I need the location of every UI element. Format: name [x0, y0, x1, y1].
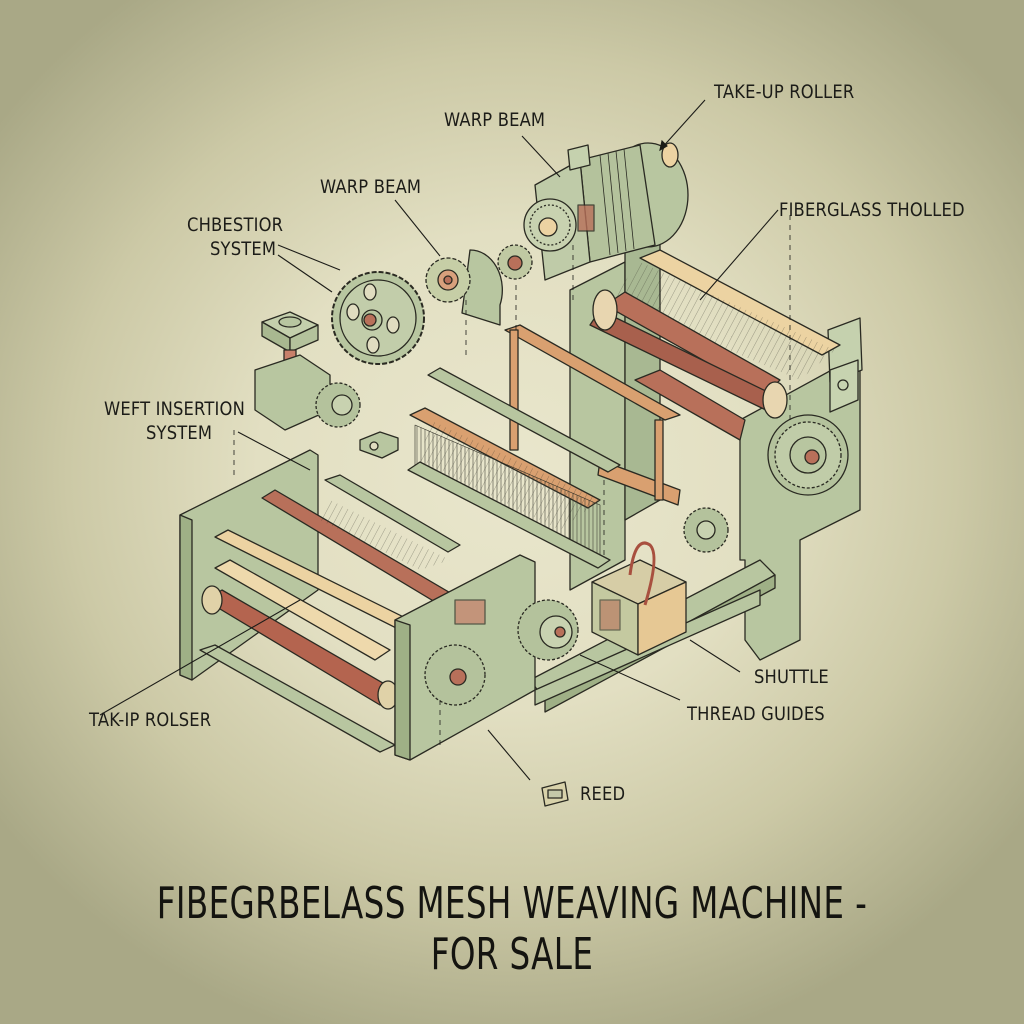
cam-part [359, 431, 399, 459]
label-chbestior-line1: CHBESTIOR [187, 214, 284, 236]
label-weft-insertion-line2: SYSTEM [146, 422, 213, 444]
label-take-up-roller: TAKE-UP ROLLER [714, 81, 855, 103]
motor-assembly [523, 142, 689, 281]
page-title-text: FIBEGRBELASS MESH WEAVING MACHINE - FOR … [156, 878, 868, 980]
label-shuttle: SHUTTLE [754, 666, 829, 688]
small-gear-right [683, 507, 729, 553]
small-gear-top [497, 244, 533, 280]
label-warp-beam-left: WARP BEAM [320, 176, 422, 198]
label-chbestior-line2: SYSTEM [210, 238, 277, 260]
label-warp-beam-top: WARP BEAM [444, 109, 546, 131]
rear-right-frame [529, 239, 863, 713]
heddle-frame [407, 324, 681, 569]
chbestior-gear [331, 271, 425, 365]
label-reed: REED [580, 783, 626, 805]
label-take-up-rolser: TAK-IP ROLSER [89, 709, 212, 731]
gearbox-weft [254, 311, 361, 431]
label-fiberglass-tholled: FIBERGLASS THOLLED [779, 199, 965, 221]
reed-part [541, 781, 569, 807]
shuttle-box [591, 541, 687, 656]
small-gear-warp [425, 249, 503, 326]
page-title: FIBEGRBELASS MESH WEAVING MACHINE - FOR … [0, 878, 1024, 980]
label-thread-guides: THREAD GUIDES [687, 703, 825, 725]
label-weft-insertion-line1: WEFT INSERTION [104, 398, 245, 420]
